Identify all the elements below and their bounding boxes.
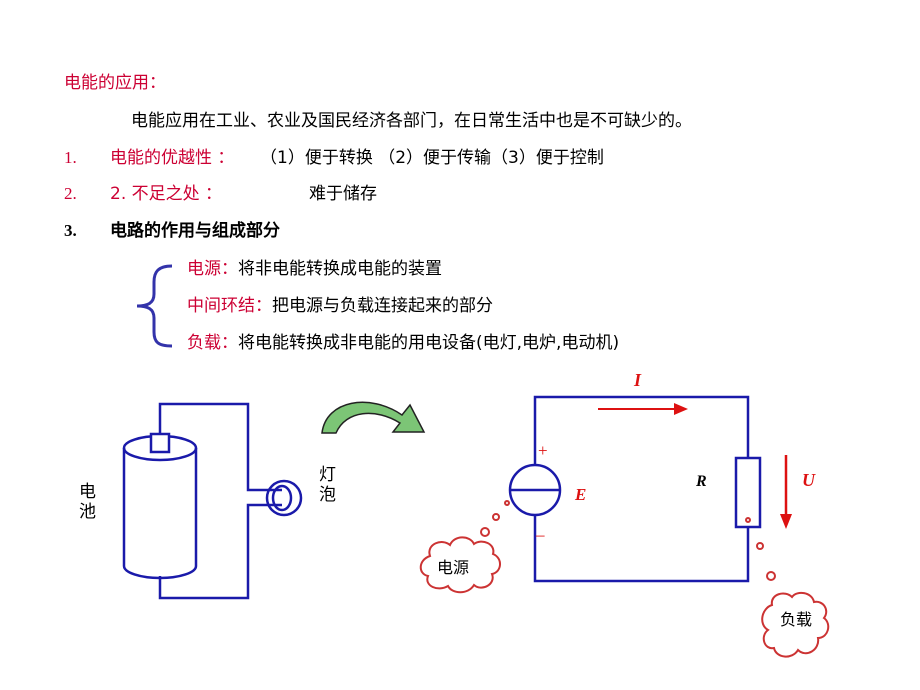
source-cloud xyxy=(419,536,501,594)
plus-sign: + xyxy=(538,441,548,460)
component-link-term: 中间环结： xyxy=(187,296,272,316)
component-load: 负载：将电能转换成非电能的用电设备(电灯,电炉,电动机) xyxy=(187,332,619,354)
resistor-label: R xyxy=(695,473,707,490)
brace-shape xyxy=(136,264,173,348)
battery-label-line1: 电 xyxy=(79,482,96,502)
component-load-term: 负载： xyxy=(187,333,238,353)
physical-circuit xyxy=(122,402,303,600)
item-3-label: 电路的作用与组成部分 xyxy=(110,221,280,241)
schematic-circuit xyxy=(508,395,762,583)
load-cloud xyxy=(761,591,830,658)
bulb-label-line1: 灯 xyxy=(319,465,336,485)
battery-body xyxy=(122,448,198,580)
battery-label-line2: 池 xyxy=(79,502,96,522)
component-source-term: 电源： xyxy=(187,259,238,279)
voltage-label: U xyxy=(802,470,816,490)
curved-arrow-icon xyxy=(321,401,426,434)
bulb-label: 灯 泡 xyxy=(319,465,341,505)
item-1-text: （1）便于转换 （2）便于传输（3）便于控制 xyxy=(260,148,604,168)
resistor-symbol xyxy=(734,456,762,529)
current-arrow xyxy=(598,403,688,415)
component-load-desc: 将电能转换成非电能的用电设备(电灯,电炉,电动机) xyxy=(238,333,620,353)
source-bubble-dots xyxy=(480,500,510,537)
item-2-number: 2. xyxy=(64,184,77,203)
section-heading: 电能的应用： xyxy=(64,73,166,93)
component-link-desc: 把电源与负载连接起来的部分 xyxy=(272,296,493,316)
bulb-icon xyxy=(265,479,303,517)
item-1-number: 1. xyxy=(64,148,77,167)
item-2-text: 难于储存 xyxy=(309,184,377,204)
item-2-label: 2. 不足之处 ： xyxy=(110,184,223,204)
item-1-label: 电能的优越性 ： xyxy=(110,148,235,168)
item-3-number: 3. xyxy=(64,221,77,240)
source-cloud-label: 电源 xyxy=(437,558,469,577)
load-cloud-label: 负载 xyxy=(780,610,812,629)
current-label: I xyxy=(633,370,642,390)
battery-label: 电 池 xyxy=(79,482,101,522)
component-source-desc: 将非电能转换成电能的装置 xyxy=(238,259,442,279)
voltage-arrow xyxy=(780,455,792,529)
component-source: 电源：将非电能转换成电能的装置 xyxy=(187,258,442,280)
emf-label: E xyxy=(574,485,586,504)
intro-paragraph: 电能应用在工业、农业及国民经济各部门，在日常生活中也是不可缺少的。 xyxy=(131,111,692,131)
battery-terminal xyxy=(149,432,171,454)
minus-sign: – xyxy=(535,525,545,544)
load-bubble-dots xyxy=(745,517,776,581)
component-link: 中间环结：把电源与负载连接起来的部分 xyxy=(187,295,493,317)
bulb-label-line2: 泡 xyxy=(319,485,336,505)
